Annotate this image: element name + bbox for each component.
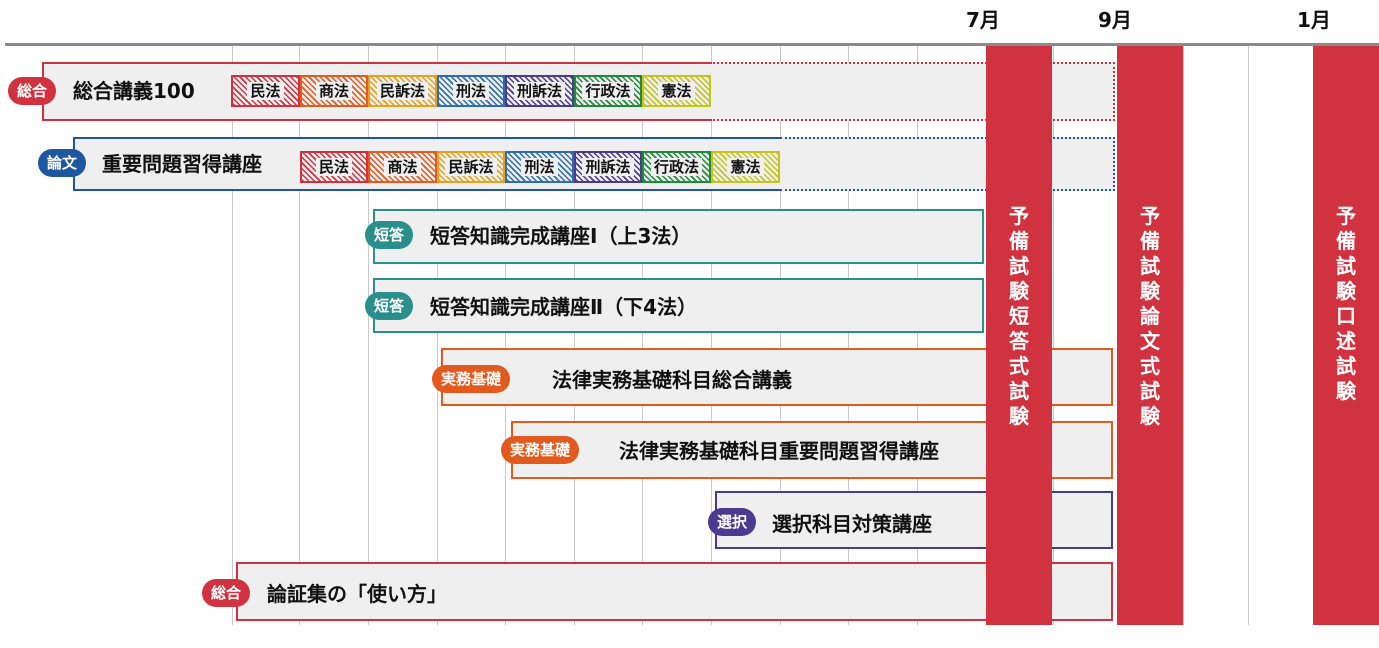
subject-chip: 民訴法 xyxy=(368,75,437,107)
grid-line xyxy=(299,45,300,625)
subject-chip: 行政法 xyxy=(642,151,711,183)
grid-line xyxy=(780,45,781,625)
subject-label: 行政法 xyxy=(582,82,634,100)
course-title: 短答知識完成講座Ⅱ（下4法） xyxy=(430,295,698,319)
grid-line xyxy=(917,45,918,625)
course-bar-tanto-2 xyxy=(373,278,984,333)
course-title: 法律実務基礎科目重要問題習得講座 xyxy=(619,439,939,463)
subject-chip: 民法 xyxy=(231,75,300,107)
grid-line xyxy=(437,45,438,625)
subject-chip: 商法 xyxy=(300,75,368,107)
subject-chip: 刑訴法 xyxy=(574,151,642,183)
subject-chip: 商法 xyxy=(368,151,437,183)
subject-label: 刑訴法 xyxy=(513,82,565,100)
grid-line xyxy=(1053,45,1054,625)
subject-chip: 民訴法 xyxy=(437,151,505,183)
subject-label: 刑訴法 xyxy=(582,158,634,176)
grid-line xyxy=(711,45,712,625)
course-badge-jitsumu: 実務基礎 xyxy=(501,436,580,464)
grid-line xyxy=(1183,45,1184,625)
subject-label: 民法 xyxy=(247,82,284,100)
timeline-axis xyxy=(5,43,1379,46)
exam-label: 予備試験口述試験 xyxy=(1336,204,1356,403)
subject-chip: 刑法 xyxy=(505,151,574,183)
exam-label: 予備試験論文式試験 xyxy=(1140,204,1160,428)
month-label-july: 7月 xyxy=(966,8,1000,32)
subject-label: 憲法 xyxy=(658,82,695,100)
subject-label: 商法 xyxy=(384,158,421,176)
subject-label: 民訴法 xyxy=(376,82,428,100)
exam-label: 予備試験短答式試験 xyxy=(1009,204,1029,428)
subject-label: 行政法 xyxy=(650,158,702,176)
grid-line xyxy=(848,45,849,625)
subject-label: 刑法 xyxy=(452,82,489,100)
subject-chip: 憲法 xyxy=(642,75,711,107)
course-title: 選択科目対策講座 xyxy=(772,512,932,536)
exam-column-ronbun: 予備試験論文式試験 xyxy=(1117,46,1183,625)
course-title: 重要問題習得講座 xyxy=(102,152,262,176)
course-bar-extension xyxy=(780,137,1115,191)
course-badge-jitsumu: 実務基礎 xyxy=(432,365,511,393)
grid-line xyxy=(642,45,643,625)
grid-line xyxy=(1248,45,1249,625)
exam-column-koujutsu: 予備試験口述試験 xyxy=(1313,46,1379,625)
subject-label: 民訴法 xyxy=(445,158,497,176)
course-title: 法律実務基礎科目総合講義 xyxy=(552,368,792,392)
course-title: 短答知識完成講座Ⅰ（上3法） xyxy=(430,224,692,248)
course-badge-ronbun: 論文 xyxy=(38,149,87,177)
subject-chip: 憲法 xyxy=(711,151,780,183)
course-bar-ronshoshu xyxy=(236,562,1113,621)
course-badge-sogo: 総合 xyxy=(8,77,57,105)
month-label-september: 9月 xyxy=(1098,8,1132,32)
course-badge-sogo: 総合 xyxy=(202,579,251,607)
exam-column-tanto: 予備試験短答式試験 xyxy=(986,46,1052,625)
course-title: 論証集の「使い方」 xyxy=(267,582,447,606)
subject-chip: 刑法 xyxy=(437,75,505,107)
course-bar-extension xyxy=(710,62,1115,121)
subject-label: 刑法 xyxy=(521,158,558,176)
course-bar-tanto-1 xyxy=(373,209,984,264)
course-badge-tanto: 短答 xyxy=(365,221,414,249)
month-label-january: 1月 xyxy=(1297,8,1331,32)
subject-chip: 刑訴法 xyxy=(505,75,574,107)
subject-chip: 民法 xyxy=(300,151,368,183)
subject-label: 憲法 xyxy=(727,158,764,176)
course-badge-tanto: 短答 xyxy=(365,292,414,320)
course-badge-sentaku: 選択 xyxy=(708,508,757,536)
subject-label: 商法 xyxy=(315,82,352,100)
grid-line xyxy=(505,45,506,625)
subject-chip: 行政法 xyxy=(574,75,642,107)
subject-label: 民法 xyxy=(315,158,352,176)
grid-line xyxy=(574,45,575,625)
grid-line xyxy=(232,45,233,625)
course-title: 総合講義100 xyxy=(73,79,195,103)
grid-line xyxy=(368,45,369,625)
